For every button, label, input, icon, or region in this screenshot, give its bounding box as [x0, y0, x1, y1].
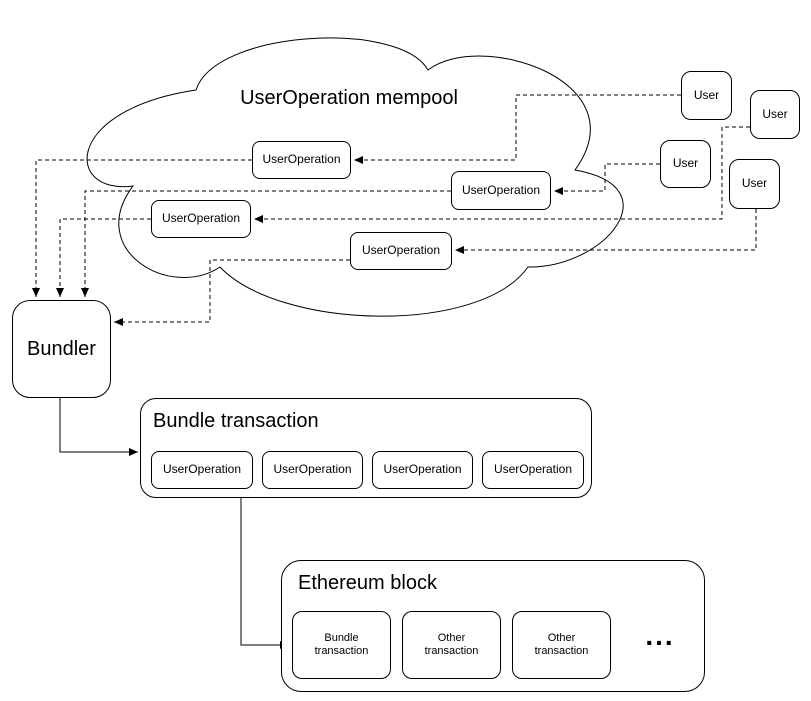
ethereum-bundle-transaction-line1: Bundle	[324, 632, 359, 645]
mempool-title: UserOperation mempool	[240, 87, 458, 109]
ethereum-bundle-transaction-box: Bundle transaction	[292, 611, 391, 679]
mempool-cloud	[86, 37, 624, 317]
bundle-userop-box-1: UserOperation	[151, 451, 253, 489]
bundle-userop-box-4: UserOperation	[482, 451, 584, 489]
edge-bundle-transaction-to-ethereum-block	[240, 498, 289, 649]
mempool-userop-box-4: UserOperation	[350, 232, 452, 270]
edge-user2-to-userop2	[254, 126, 750, 223]
ethereum-bundle-transaction-line2: transaction	[314, 645, 369, 657]
bundler-box: Bundler	[12, 300, 111, 398]
ethereum-other-transaction1-line2: transaction	[424, 645, 479, 657]
user-box-4: User	[729, 159, 780, 209]
ethereum-other-transaction-box-1: Other transaction	[402, 611, 501, 679]
bundle-transaction-container: Bundle transaction UserOperation UserOpe…	[140, 398, 592, 498]
user-box-3: User	[660, 140, 711, 188]
edge-user4-to-userop4	[455, 209, 757, 254]
edge-user3-to-userop3	[554, 163, 660, 195]
ethereum-block-container: Ethereum block Bundle transaction Other …	[281, 560, 705, 692]
bundle-transaction-title: Bundle transaction	[153, 410, 319, 432]
ethereum-other-transaction-box-2: Other transaction	[512, 611, 611, 679]
edge-userop2-to-bundler	[56, 218, 151, 297]
user-box-2: User	[750, 90, 800, 139]
mempool-userop-box-2: UserOperation	[151, 200, 251, 238]
edge-userop3-to-bundler	[81, 190, 451, 297]
ethereum-other-transaction2-line2: transaction	[534, 645, 589, 657]
edge-userop1-to-bundler	[32, 159, 252, 297]
ethereum-more-transactions-ellipsis: ...	[645, 620, 675, 651]
ethereum-other-transaction1-line1: Other	[437, 632, 466, 645]
bundle-userop-box-3: UserOperation	[372, 451, 473, 489]
ethereum-block-title: Ethereum block	[298, 572, 437, 594]
edge-userop4-to-bundler	[114, 259, 350, 326]
user-box-1: User	[681, 71, 732, 120]
edge-user1-to-userop1	[354, 94, 681, 164]
bundle-userop-box-2: UserOperation	[262, 451, 363, 489]
mempool-userop-box-1: UserOperation	[252, 141, 351, 179]
mempool-userop-box-3: UserOperation	[451, 171, 551, 210]
edge-bundler-to-bundle-transaction	[59, 398, 138, 456]
ethereum-other-transaction2-line1: Other	[547, 632, 576, 645]
